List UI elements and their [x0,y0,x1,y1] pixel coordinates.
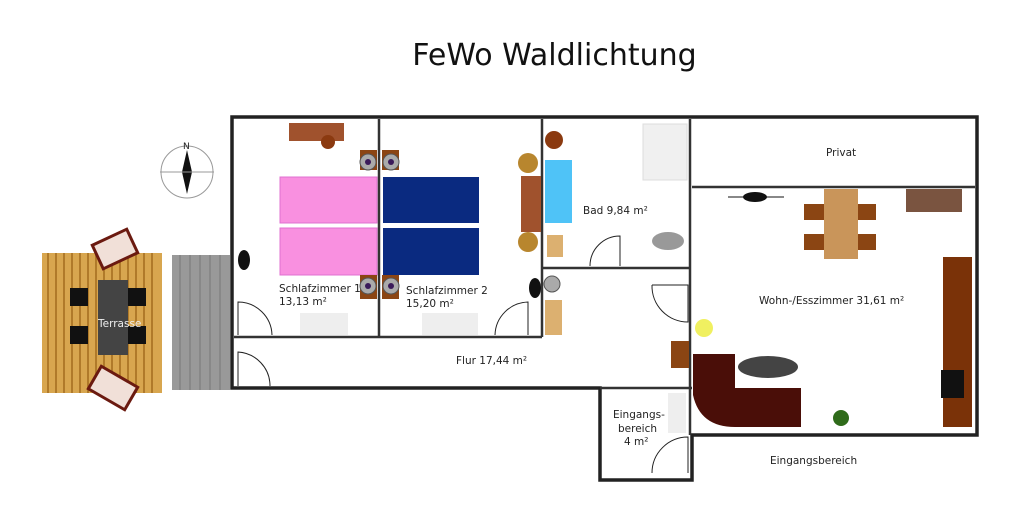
toilet [652,232,684,250]
window [238,250,250,270]
lounger [90,227,140,271]
steps [172,255,230,390]
nightstands [359,150,400,299]
bed [279,227,378,276]
room-label-eingangsbereich: Eingangsbereich [770,455,857,467]
compass-north-label: N [183,142,190,152]
bed [383,228,479,275]
room-label-terrasse: Terrasse [97,318,141,330]
room-label-flur: Flur 17,44 m² [456,355,527,367]
bed [279,176,378,224]
sofa [693,354,801,427]
room-label-wohnzimmer: Wohn-/Esszimmer 31,61 m² [759,295,904,307]
outer-wall [230,115,979,482]
room-label-eingang-1: Eingangs- [613,409,665,421]
cabinet [943,257,972,427]
sideboard [906,189,962,212]
lounger [86,364,140,412]
room-label-eingang-3: 4 m² [624,436,648,448]
terrace-table [98,280,128,355]
sink [545,160,572,223]
dining-table [824,189,858,259]
room-label-schlafzimmer-2: Schlafzimmer 2 [406,285,488,297]
table [521,176,541,232]
desk [289,123,344,141]
bed [383,177,479,223]
coffee-table [738,356,798,378]
room-label-privat: Privat [826,147,856,159]
room-label-bad: Bad 9,84 m² [583,205,648,217]
doors [237,235,689,474]
room-label-eingang-2: bereich [618,423,657,435]
page-title: FeWo Waldlichtung [412,38,697,73]
lamp [695,319,713,337]
plant [833,410,849,426]
room-area-schlafzimmer-2: 15,20 m² [406,298,454,310]
room-area-schlafzimmer-1: 13,13 m² [279,296,327,308]
window [529,278,541,298]
shower [642,123,688,181]
compass-icon [160,145,214,199]
room-label-schlafzimmer-1: Schlafzimmer 1 [279,283,361,295]
terrace [42,227,162,412]
